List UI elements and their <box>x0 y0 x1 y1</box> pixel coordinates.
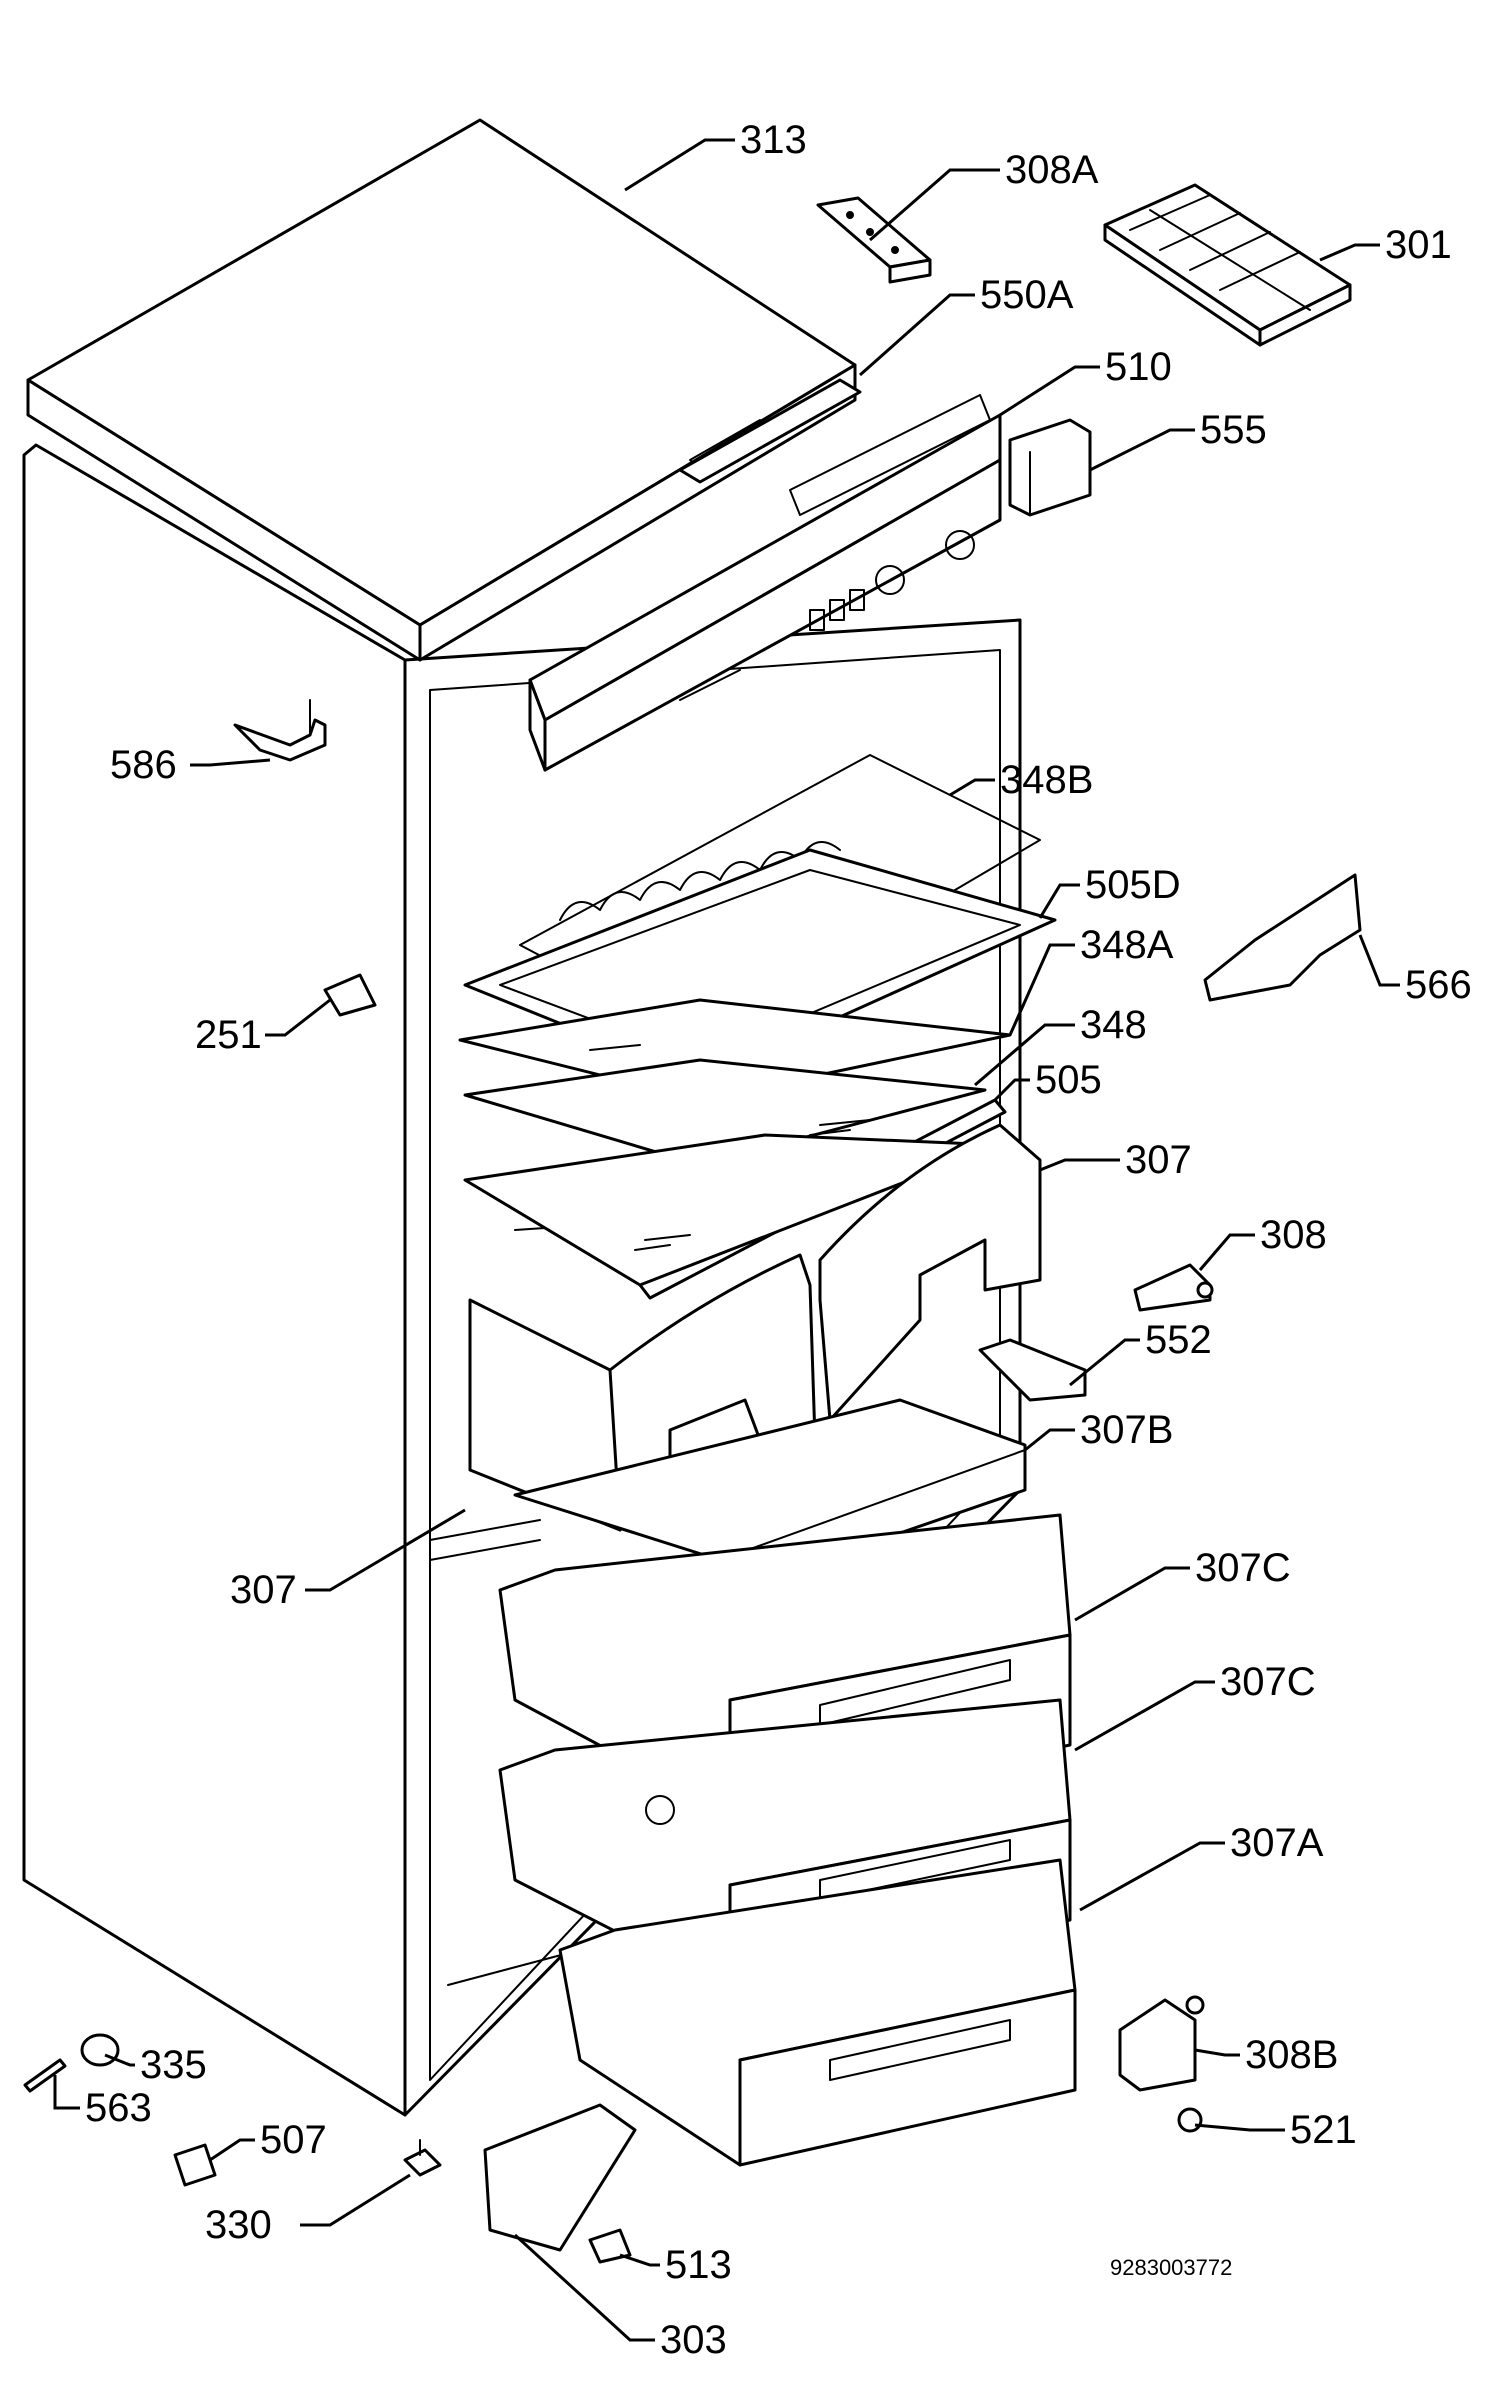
hinge-cover-566 <box>1203 873 1362 1002</box>
hinge-552 <box>978 1338 1087 1402</box>
cap-521 <box>1177 2107 1203 2133</box>
label-301: 301 <box>1385 223 1452 267</box>
label-510: 510 <box>1105 345 1172 389</box>
label-307b: 307B <box>1080 1408 1173 1452</box>
label-505: 505 <box>1035 1058 1102 1102</box>
bracket-586 <box>233 699 327 762</box>
label-513: 513 <box>665 2243 732 2287</box>
label-308: 308 <box>1260 1213 1327 1257</box>
label-335: 335 <box>140 2043 207 2087</box>
foot-335 <box>80 2033 120 2067</box>
label-307-upper: 307 <box>1125 1138 1192 1182</box>
clip-507 <box>173 2143 217 2187</box>
label-307c-top: 307C <box>1195 1546 1291 1590</box>
label-308a: 308A <box>1005 148 1099 192</box>
label-330: 330 <box>205 2203 272 2247</box>
hinge-308b <box>1118 1995 1205 2092</box>
clip-251 <box>323 973 377 1017</box>
pin-563 <box>23 2058 67 2093</box>
tab-513 <box>588 2228 632 2264</box>
label-505d: 505D <box>1085 863 1181 907</box>
hinge-308 <box>1133 1263 1214 1312</box>
leader-lines <box>53 138 1400 2342</box>
hinge-308a <box>816 196 932 284</box>
plinth-303 <box>483 2103 637 2252</box>
label-251: 251 <box>195 1013 262 1057</box>
label-307c-mid: 307C <box>1220 1660 1316 1704</box>
label-313: 313 <box>740 118 807 162</box>
label-555: 555 <box>1200 408 1267 452</box>
ice-tray-301 <box>1103 183 1352 347</box>
crisper-box-307-right <box>818 1123 1042 1422</box>
label-307a: 307A <box>1230 1821 1324 1865</box>
part-labels: 313 308A 301 550A 510 555 586 348B 505D … <box>85 118 1472 2362</box>
label-308b: 308B <box>1245 2033 1338 2077</box>
freezer-drawer-307a-bottom <box>558 1858 1077 2167</box>
drawing-number: 9283003772 <box>1110 2255 1232 2280</box>
label-552: 552 <box>1145 1318 1212 1362</box>
control-panel-510 <box>528 394 1002 772</box>
label-348a: 348A <box>1080 923 1174 967</box>
light-cover-555 <box>1008 418 1092 517</box>
label-550a: 550A <box>980 273 1074 317</box>
label-566: 566 <box>1405 963 1472 1007</box>
label-507: 507 <box>260 2118 327 2162</box>
glass-shelf-348 <box>463 1058 987 1167</box>
label-521: 521 <box>1290 2108 1357 2152</box>
label-563: 563 <box>85 2086 152 2130</box>
label-307-lower: 307 <box>230 1568 297 1612</box>
label-348: 348 <box>1080 1003 1147 1047</box>
rail-550a <box>678 378 862 484</box>
foot-330 <box>403 2139 442 2177</box>
label-303: 303 <box>660 2318 727 2362</box>
label-586: 586 <box>110 743 177 787</box>
label-348b: 348B <box>1000 758 1093 802</box>
